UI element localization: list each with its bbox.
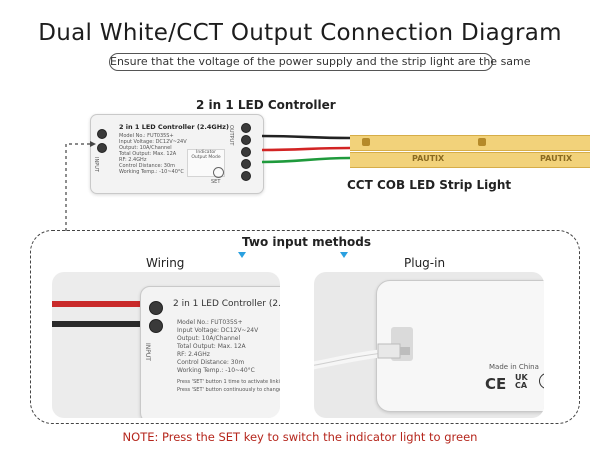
strip-pad-1 (362, 138, 370, 146)
strip-pad-2 (478, 138, 486, 146)
plugin-photo: Made in China CE UK CA (314, 272, 544, 418)
cob-strip-upper (350, 135, 590, 151)
closeup-distance: Control Distance: 30m (177, 359, 245, 366)
device-output: Output: 10A/Channel (119, 145, 172, 151)
set-key-note: NOTE: Press the SET key to switch the in… (122, 430, 478, 444)
closeup-terminal-positive (149, 301, 163, 315)
subtitle-note: Ensure that the voltage of the power sup… (109, 53, 531, 71)
input-terminal-positive (97, 129, 107, 139)
wiring-photo: INPUT 2 in 1 LED Controller (2.4 Model N… (52, 272, 280, 418)
strip-label: CCT COB LED Strip Light (347, 178, 512, 192)
closeup-output: Output: 10A/Channel (177, 335, 241, 342)
output-terminal-1 (241, 123, 251, 133)
diagram-title: Dual White/CCT Output Connection Diagram (38, 20, 562, 46)
device-distance: Control Distance: 30m (119, 163, 176, 169)
controller-printed-label: 2 in 1 LED Controller (2.4GHz) Model No.… (119, 123, 229, 185)
strip-brand-1: PAUTIX (412, 154, 445, 163)
indicator-box: Indicator Output Mode (187, 149, 225, 177)
recycle-icon (539, 373, 544, 389)
closeup-input: Input Voltage: DC12V~24V (177, 327, 259, 334)
output-terminal-2 (241, 135, 251, 145)
closeup-note2: Press 'SET' button continuously to chang… (177, 387, 280, 393)
closeup-spec-block: Model No.: FUT035S+ Input Voltage: DC12V… (177, 319, 280, 394)
wiring-label: Wiring (146, 256, 185, 270)
arrow-wiring-icon (238, 252, 246, 258)
output-label: OUTPUT (228, 125, 234, 146)
controller-label: 2 in 1 LED Controller (196, 98, 336, 112)
closeup-temp: Working Temp.: -10~40°C (177, 367, 255, 374)
wiring-photo-wires (52, 301, 144, 327)
red-wire (262, 146, 351, 152)
closeup-terminal-negative (149, 319, 163, 333)
output-terminal-4 (241, 159, 251, 169)
set-label: SET (211, 179, 221, 185)
strip-brand-2: PAUTIX (540, 154, 573, 163)
plugin-controller-closeup: Made in China CE UK CA (376, 280, 544, 412)
closeup-device-name: 2 in 1 LED Controller (2.4 (173, 299, 280, 309)
closeup-model: Model No.: FUT035S+ (177, 319, 243, 326)
set-button (213, 167, 224, 178)
plugin-label: Plug-in (404, 256, 446, 270)
dc-plug-cable (314, 343, 410, 370)
ce-mark: CE (485, 375, 507, 393)
closeup-note1: Press 'SET' button 1 time to activate li… (177, 379, 280, 385)
device-name: 2 in 1 LED Controller (2.4GHz) (119, 123, 229, 131)
controller-device-top: INPUT 2 in 1 LED Controller (2.4GHz) Mod… (90, 114, 264, 194)
device-total: Total Output: Max. 12A (119, 151, 177, 157)
device-temp: Working Temp.: -10~40°C (119, 169, 184, 175)
closeup-input-label: INPUT (144, 343, 151, 361)
output-terminal-5 (241, 171, 251, 181)
wiring-controller-closeup: INPUT 2 in 1 LED Controller (2.4 Model N… (140, 286, 280, 418)
output-terminal-3 (241, 147, 251, 157)
device-model: Model No.: FUT035S+ (119, 133, 174, 139)
ukca-mark: UK CA (515, 373, 528, 390)
output-wires (262, 134, 351, 164)
made-in-label: Made in China (489, 363, 539, 371)
dashed-connector (65, 141, 96, 232)
closeup-total: Total Output: Max. 12A (177, 343, 246, 350)
cob-strip-lower: PAUTIX PAUTIX (350, 152, 590, 168)
black-wire (262, 134, 351, 140)
device-rf: RF: 2.4GHz (119, 157, 147, 163)
device-input: Input Voltage: DC12V~24V (119, 139, 187, 145)
input-methods-box (30, 230, 580, 424)
methods-title: Two input methods (234, 235, 379, 249)
input-terminal-negative (97, 143, 107, 153)
closeup-rf: RF: 2.4GHz (177, 351, 210, 358)
green-wire (262, 156, 351, 164)
arrow-plugin-icon (340, 252, 348, 258)
